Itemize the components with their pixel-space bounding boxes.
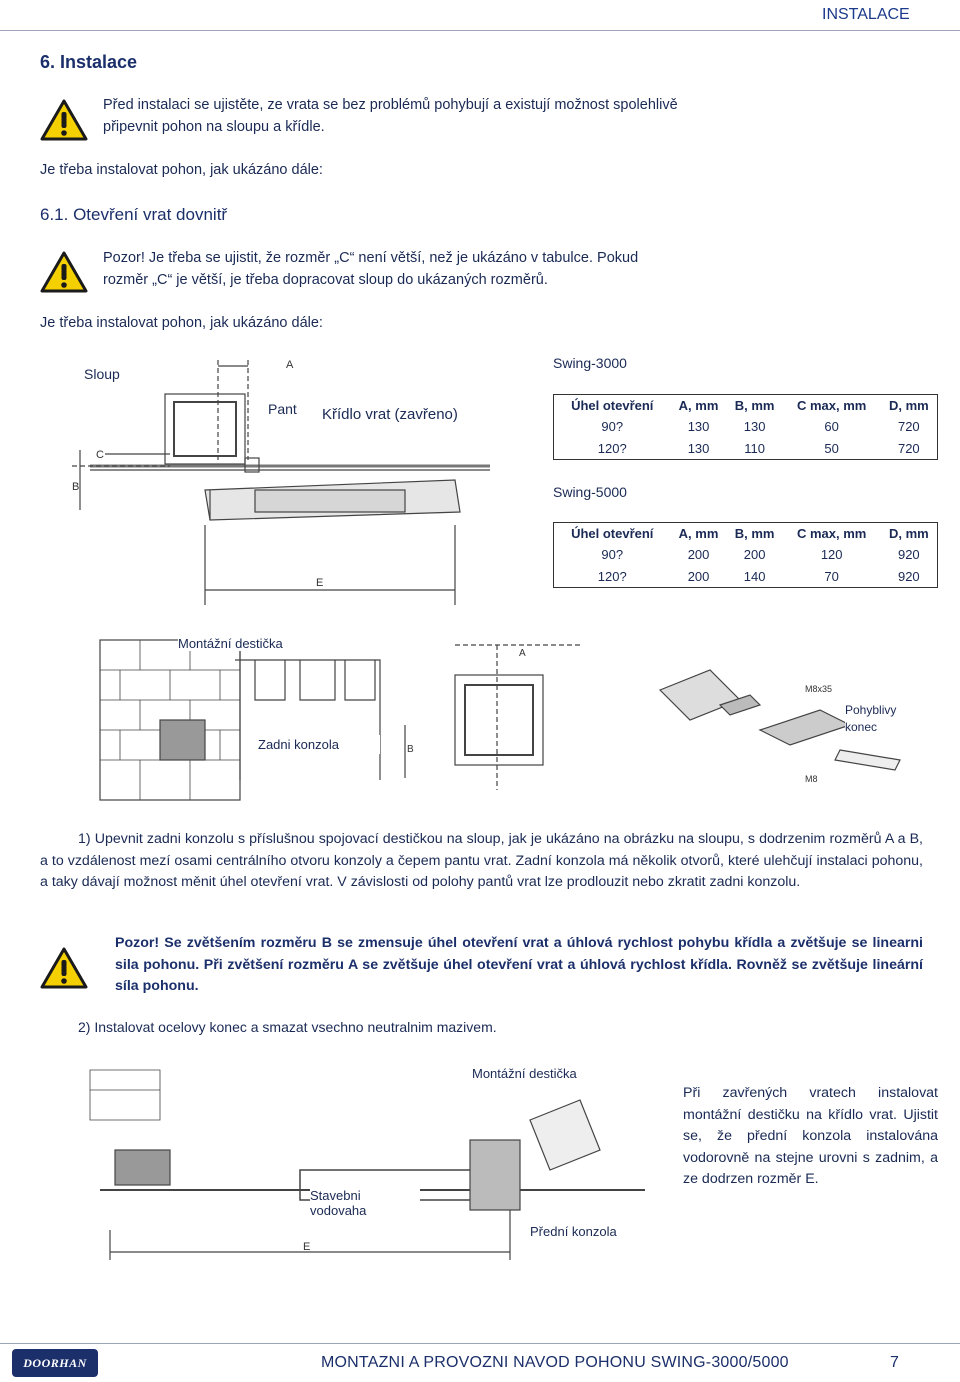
dim-e3-label: E (303, 1241, 310, 1253)
step-2-text: 2) Instalovat ocelovy konec a smazat vse… (78, 1019, 497, 1035)
dim-e-label: E (316, 577, 323, 589)
predni-label: Přední konzola (530, 1224, 617, 1239)
montazni-label-2: Montážní destička (472, 1066, 577, 1081)
zadni-label: Zadni konzola (258, 735, 380, 754)
page-number: 7 (890, 1354, 900, 1371)
intro-text-2: Je třeba instalovat pohon, jak ukázáno d… (40, 315, 323, 331)
warning-icon (40, 99, 88, 141)
dim-a-label: A (286, 359, 294, 371)
section-tag: INSTALACE (822, 6, 910, 23)
warning-icon (40, 947, 88, 989)
dim-c-label: C (96, 449, 104, 461)
sloup-label: Sloup (84, 366, 120, 382)
swing3000-title: Swing-3000 (553, 355, 627, 371)
subsection-title: 6.1. Otevření vrat dovnitř (40, 205, 228, 224)
swing5000-title: Swing-5000 (553, 484, 627, 500)
installation-top-view-diagram: A C B E (72, 359, 490, 605)
page-title: 6. Instalace (40, 52, 138, 72)
pant-label: Pant (268, 401, 297, 417)
dim-b-label: B (72, 481, 79, 493)
intro-text-1: Je třeba instalovat pohon, jak ukázáno d… (40, 162, 323, 178)
logo-text: DOORHAN (23, 1355, 87, 1370)
pohyblivy-label: Pohyblivy konec (845, 702, 915, 736)
step-1-text: 1) Upevnit zadni konzolu s příslušnou sp… (40, 831, 923, 890)
warning-text-3: Pozor! Se zvětšením rozměru B se zmensuj… (115, 935, 923, 994)
warning-text-1: Před instalaci se ujistěte, ze vrata se … (103, 97, 678, 135)
dim-b2-label: B (407, 744, 414, 755)
rear-bracket-diagram: A B M8x35 M8 (99, 639, 901, 801)
kridlo-label: Křídlo vrat (zavřeno) (318, 404, 462, 425)
m8-label: M8 (805, 774, 818, 784)
manual-title: MONTAZNI A PROVOZNI NAVOD POHONU SWING-3… (321, 1354, 789, 1371)
warning-text-2a: Pozor! Je třeba se ujistit, že rozměr „C… (103, 250, 639, 266)
doorhan-logo: DOORHAN (12, 1349, 98, 1377)
warning-icon (40, 251, 88, 293)
front-bracket-diagram: E (89, 1069, 645, 1260)
warning-text-2b: rozměr „C“ je větší, je třeba dopracovat… (103, 272, 548, 288)
side-note: Při zavřených vratech instalovat montážn… (683, 1085, 938, 1187)
dim-a2-label: A (519, 648, 526, 659)
m8x35-label: M8x35 (805, 684, 832, 694)
footer-rule (0, 1343, 960, 1344)
vodovaha-label: Stavebni vodovaha (310, 1188, 420, 1218)
header-rule (0, 30, 960, 31)
montazni-label-1: Montážní destička (178, 636, 283, 651)
